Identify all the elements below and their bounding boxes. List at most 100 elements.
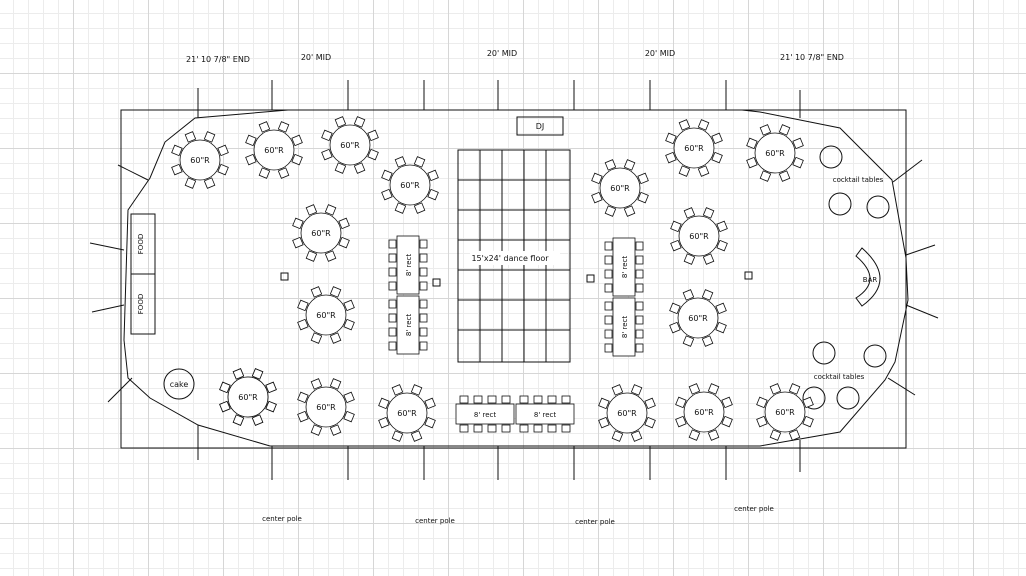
- chair: [591, 172, 603, 185]
- chair: [394, 156, 407, 168]
- chair: [604, 301, 613, 311]
- chair: [688, 383, 701, 395]
- dimension-label-end-left: 21' 10 7/8" END: [186, 55, 250, 64]
- chair: [711, 151, 723, 164]
- chair: [637, 172, 649, 185]
- chair: [388, 313, 397, 323]
- chair: [171, 144, 183, 157]
- round-table-top: [300, 212, 342, 254]
- round-table: 60"R: [378, 384, 436, 442]
- chair: [759, 170, 772, 182]
- round-table-label: 60"R: [610, 184, 630, 193]
- chair: [419, 299, 428, 309]
- cocktail-table: [802, 386, 826, 410]
- chair: [788, 429, 801, 441]
- chair: [245, 134, 257, 147]
- chair: [604, 255, 613, 265]
- chair: [604, 315, 613, 325]
- rect-table-top: [612, 297, 636, 357]
- round-table-label: 60"R: [397, 409, 417, 418]
- round-table-top: [227, 376, 269, 418]
- round-table: 60"R: [746, 124, 804, 182]
- round-table-top: [754, 132, 796, 174]
- tent-post: [744, 271, 753, 280]
- round-table-top: [599, 167, 641, 209]
- round-table: 60"R: [665, 119, 723, 177]
- chair: [338, 236, 350, 249]
- chair: [697, 165, 710, 177]
- chair: [788, 383, 801, 395]
- chair: [669, 302, 681, 315]
- chair: [778, 170, 791, 182]
- round-table: 60"R: [245, 121, 303, 179]
- chair: [635, 343, 644, 353]
- chair: [702, 207, 715, 219]
- chair: [277, 121, 290, 133]
- rect-table-label: 8' rect: [621, 256, 629, 278]
- round-table: 60"R: [756, 383, 814, 441]
- chair: [635, 329, 644, 339]
- chair: [669, 321, 681, 334]
- chair: [388, 267, 397, 277]
- chair: [792, 156, 804, 169]
- center-pole-label: center pole: [734, 505, 774, 513]
- chair: [217, 163, 229, 176]
- round-table: 60"R: [598, 384, 656, 442]
- chair: [353, 162, 366, 174]
- tent-post: [586, 274, 595, 283]
- chair: [711, 132, 723, 145]
- chair: [678, 165, 691, 177]
- round-table-top: [329, 124, 371, 166]
- chair: [203, 131, 216, 143]
- chair: [688, 429, 701, 441]
- rect-table-top: [515, 403, 575, 425]
- chair: [756, 396, 768, 409]
- chair: [305, 250, 318, 262]
- chair: [635, 269, 644, 279]
- round-table: 60"R: [669, 289, 727, 347]
- chair: [769, 383, 782, 395]
- chair: [419, 341, 428, 351]
- chair: [378, 397, 390, 410]
- round-table: 60"R: [297, 378, 355, 436]
- chair: [604, 159, 617, 171]
- round-table-label: 60"R: [340, 141, 360, 150]
- round-table-label: 60"R: [238, 393, 258, 402]
- chair: [802, 415, 814, 428]
- dance-floor: 15'x24' dance floor: [457, 149, 571, 363]
- round-table-top: [386, 392, 428, 434]
- chair: [598, 416, 610, 429]
- chair: [321, 129, 333, 142]
- chair: [665, 151, 677, 164]
- chair: [561, 424, 571, 433]
- round-table-label: 60"R: [190, 156, 210, 165]
- chair: [353, 116, 366, 128]
- chair: [277, 167, 290, 179]
- round-table-top: [673, 127, 715, 169]
- chair: [388, 253, 397, 263]
- bar-label: BAR: [863, 276, 878, 284]
- chair: [591, 191, 603, 204]
- chair: [217, 144, 229, 157]
- round-table-top: [678, 215, 720, 257]
- chair: [343, 391, 355, 404]
- chair: [635, 315, 644, 325]
- chair: [635, 283, 644, 293]
- chair: [670, 220, 682, 233]
- round-table-top: [389, 164, 431, 206]
- tent-post: [432, 278, 441, 287]
- chair: [338, 217, 350, 230]
- chair: [697, 119, 710, 131]
- chair: [715, 302, 727, 315]
- rect-table: 8' rect: [388, 235, 428, 295]
- round-table: 60"R: [381, 156, 439, 214]
- chair: [388, 239, 397, 249]
- chair: [604, 269, 613, 279]
- chair: [473, 424, 483, 433]
- round-table-label: 60"R: [689, 232, 709, 241]
- chair: [716, 220, 728, 233]
- chair: [343, 410, 355, 423]
- chair: [533, 424, 543, 433]
- chair: [203, 177, 216, 189]
- round-table: 60"R: [219, 368, 277, 426]
